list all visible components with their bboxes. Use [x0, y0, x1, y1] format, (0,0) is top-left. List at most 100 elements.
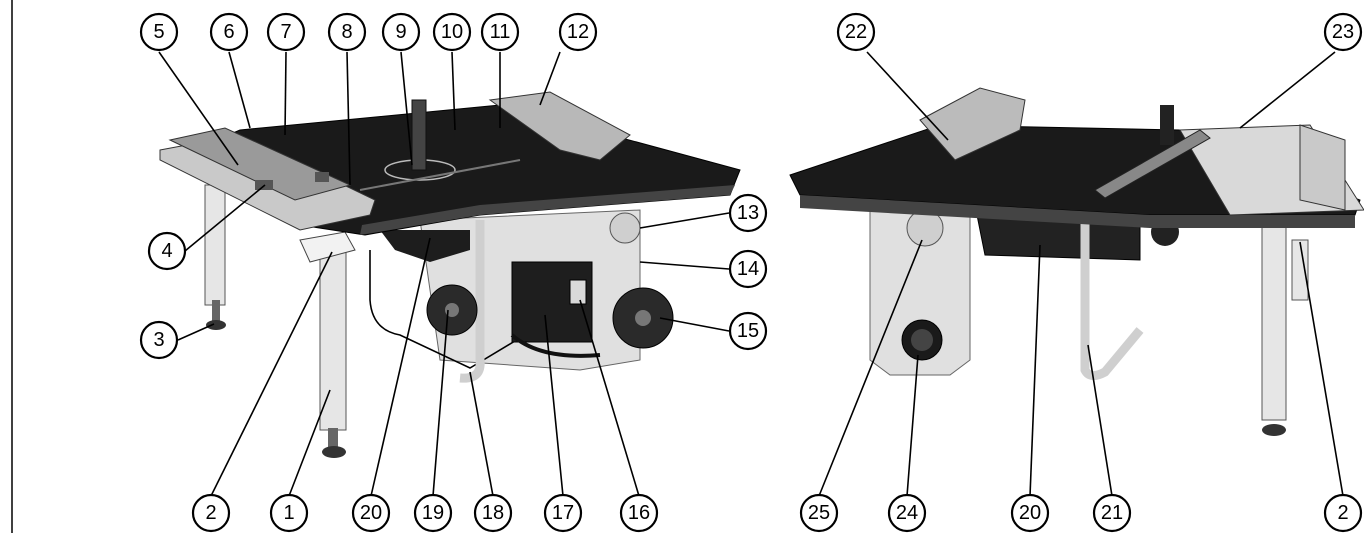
- table-edge-right: [800, 195, 1355, 228]
- blade-guard: [488, 91, 631, 161]
- callout-9: 9: [381, 12, 421, 52]
- leader-4: [184, 184, 266, 252]
- callout-label-2-left: 2: [205, 502, 216, 524]
- rip-fence-right: [1094, 129, 1211, 199]
- callout-13: 13: [728, 193, 768, 233]
- leader-6: [228, 51, 251, 129]
- callout-20-left: 20: [351, 493, 391, 533]
- leader-8: [346, 51, 351, 186]
- foot-pad-front-left: [322, 446, 346, 458]
- extraction-spout: [411, 99, 427, 171]
- callout-label-18: 18: [482, 502, 504, 524]
- callout-18: 18: [473, 493, 513, 533]
- callout-11: 11: [480, 12, 520, 52]
- callout-label-1: 1: [283, 502, 294, 524]
- height-handwheel-hub: [635, 310, 651, 326]
- leg-right-front: [1261, 219, 1287, 421]
- leader-2-right: [1299, 241, 1344, 497]
- callout-label-3: 3: [153, 329, 164, 351]
- leader-25: [818, 239, 923, 497]
- callout-1: 1: [269, 493, 309, 533]
- callout-8: 8: [327, 12, 367, 52]
- on-off-switch: [569, 279, 587, 305]
- leg-right-back: [1291, 239, 1309, 301]
- tube-frame-front: [459, 220, 485, 383]
- leader-1: [288, 389, 331, 497]
- leader-16: [579, 299, 640, 497]
- leg-clamp: [299, 231, 356, 263]
- callout-14: 14: [728, 249, 768, 289]
- callout-label-4: 4: [161, 240, 172, 262]
- foot-pad-back-left: [206, 320, 226, 330]
- fence-rail-right: [1299, 124, 1346, 211]
- leader-14: [639, 261, 730, 270]
- leader-3: [177, 323, 215, 341]
- leader-21: [1087, 344, 1113, 497]
- callout-label-12: 12: [567, 21, 589, 43]
- callout-label-7: 7: [280, 21, 291, 43]
- leader-22: [866, 51, 949, 141]
- leader-9: [400, 51, 413, 166]
- callout-24: 24: [887, 493, 927, 533]
- callout-label-17: 17: [552, 502, 574, 524]
- callout-19: 19: [413, 493, 453, 533]
- right-saw-illustration: [789, 87, 1364, 436]
- leader-lines: [158, 51, 1344, 497]
- foot-pad-right-front: [1262, 424, 1286, 436]
- callout-25: 25: [799, 493, 839, 533]
- leader-10: [451, 51, 456, 131]
- leader-17: [544, 314, 564, 497]
- callout-label-5: 5: [153, 21, 164, 43]
- callout-5: 5: [139, 12, 179, 52]
- leader-18: [469, 371, 494, 497]
- tube-frame-left: [369, 250, 521, 369]
- callout-20-right: 20: [1010, 493, 1050, 533]
- callout-label-21: 21: [1101, 502, 1123, 524]
- callout-label-16: 16: [628, 502, 650, 524]
- foot-screw-front-left: [328, 428, 338, 448]
- callout-label-15: 15: [737, 320, 759, 342]
- foot-screw-back-left: [212, 300, 220, 322]
- callouts-right: 22 23 25 24 20 21 2: [799, 12, 1363, 533]
- callout-label-22: 22: [845, 21, 867, 43]
- leader-7: [284, 51, 287, 136]
- callout-label-2-right: 2: [1337, 502, 1348, 524]
- leg-back-left: [204, 184, 226, 306]
- leader-20-left: [370, 237, 431, 497]
- leader-12: [539, 51, 561, 106]
- callout-label-24: 24: [896, 502, 918, 524]
- callout-17: 17: [543, 493, 583, 533]
- table-edge: [360, 185, 735, 235]
- callout-label-20-left: 20: [360, 502, 382, 524]
- left-saw-illustration: [159, 91, 741, 458]
- callout-21: 21: [1092, 493, 1132, 533]
- leader-23: [1239, 51, 1336, 129]
- callout-4: 4: [147, 231, 187, 271]
- callout-6: 6: [209, 12, 249, 52]
- leader-5: [158, 51, 239, 166]
- leader-24: [906, 354, 919, 497]
- callout-3: 3: [139, 320, 179, 360]
- extraction-spout-right: [1160, 105, 1174, 145]
- callout-label-23: 23: [1332, 21, 1354, 43]
- callout-15: 15: [728, 311, 768, 351]
- dust-extraction-port-inner: [911, 329, 933, 351]
- callout-22: 22: [836, 12, 876, 52]
- callout-23: 23: [1323, 12, 1363, 52]
- callout-label-14: 14: [737, 258, 759, 280]
- table-slot: [359, 159, 521, 191]
- leader-19: [432, 309, 449, 497]
- callout-label-25: 25: [808, 502, 830, 524]
- callout-2-right: 2: [1323, 493, 1363, 533]
- callout-label-9: 9: [395, 21, 406, 43]
- callout-label-20-right: 20: [1019, 502, 1041, 524]
- blade-guard-housing: [380, 230, 470, 262]
- callout-2-left: 2: [191, 493, 231, 533]
- leg-front-left: [319, 244, 347, 431]
- callout-label-19: 19: [422, 502, 444, 524]
- callout-label-11: 11: [490, 21, 511, 43]
- leader-15: [659, 317, 730, 332]
- callout-10: 10: [432, 12, 472, 52]
- fence-clamp-knob: [315, 172, 329, 182]
